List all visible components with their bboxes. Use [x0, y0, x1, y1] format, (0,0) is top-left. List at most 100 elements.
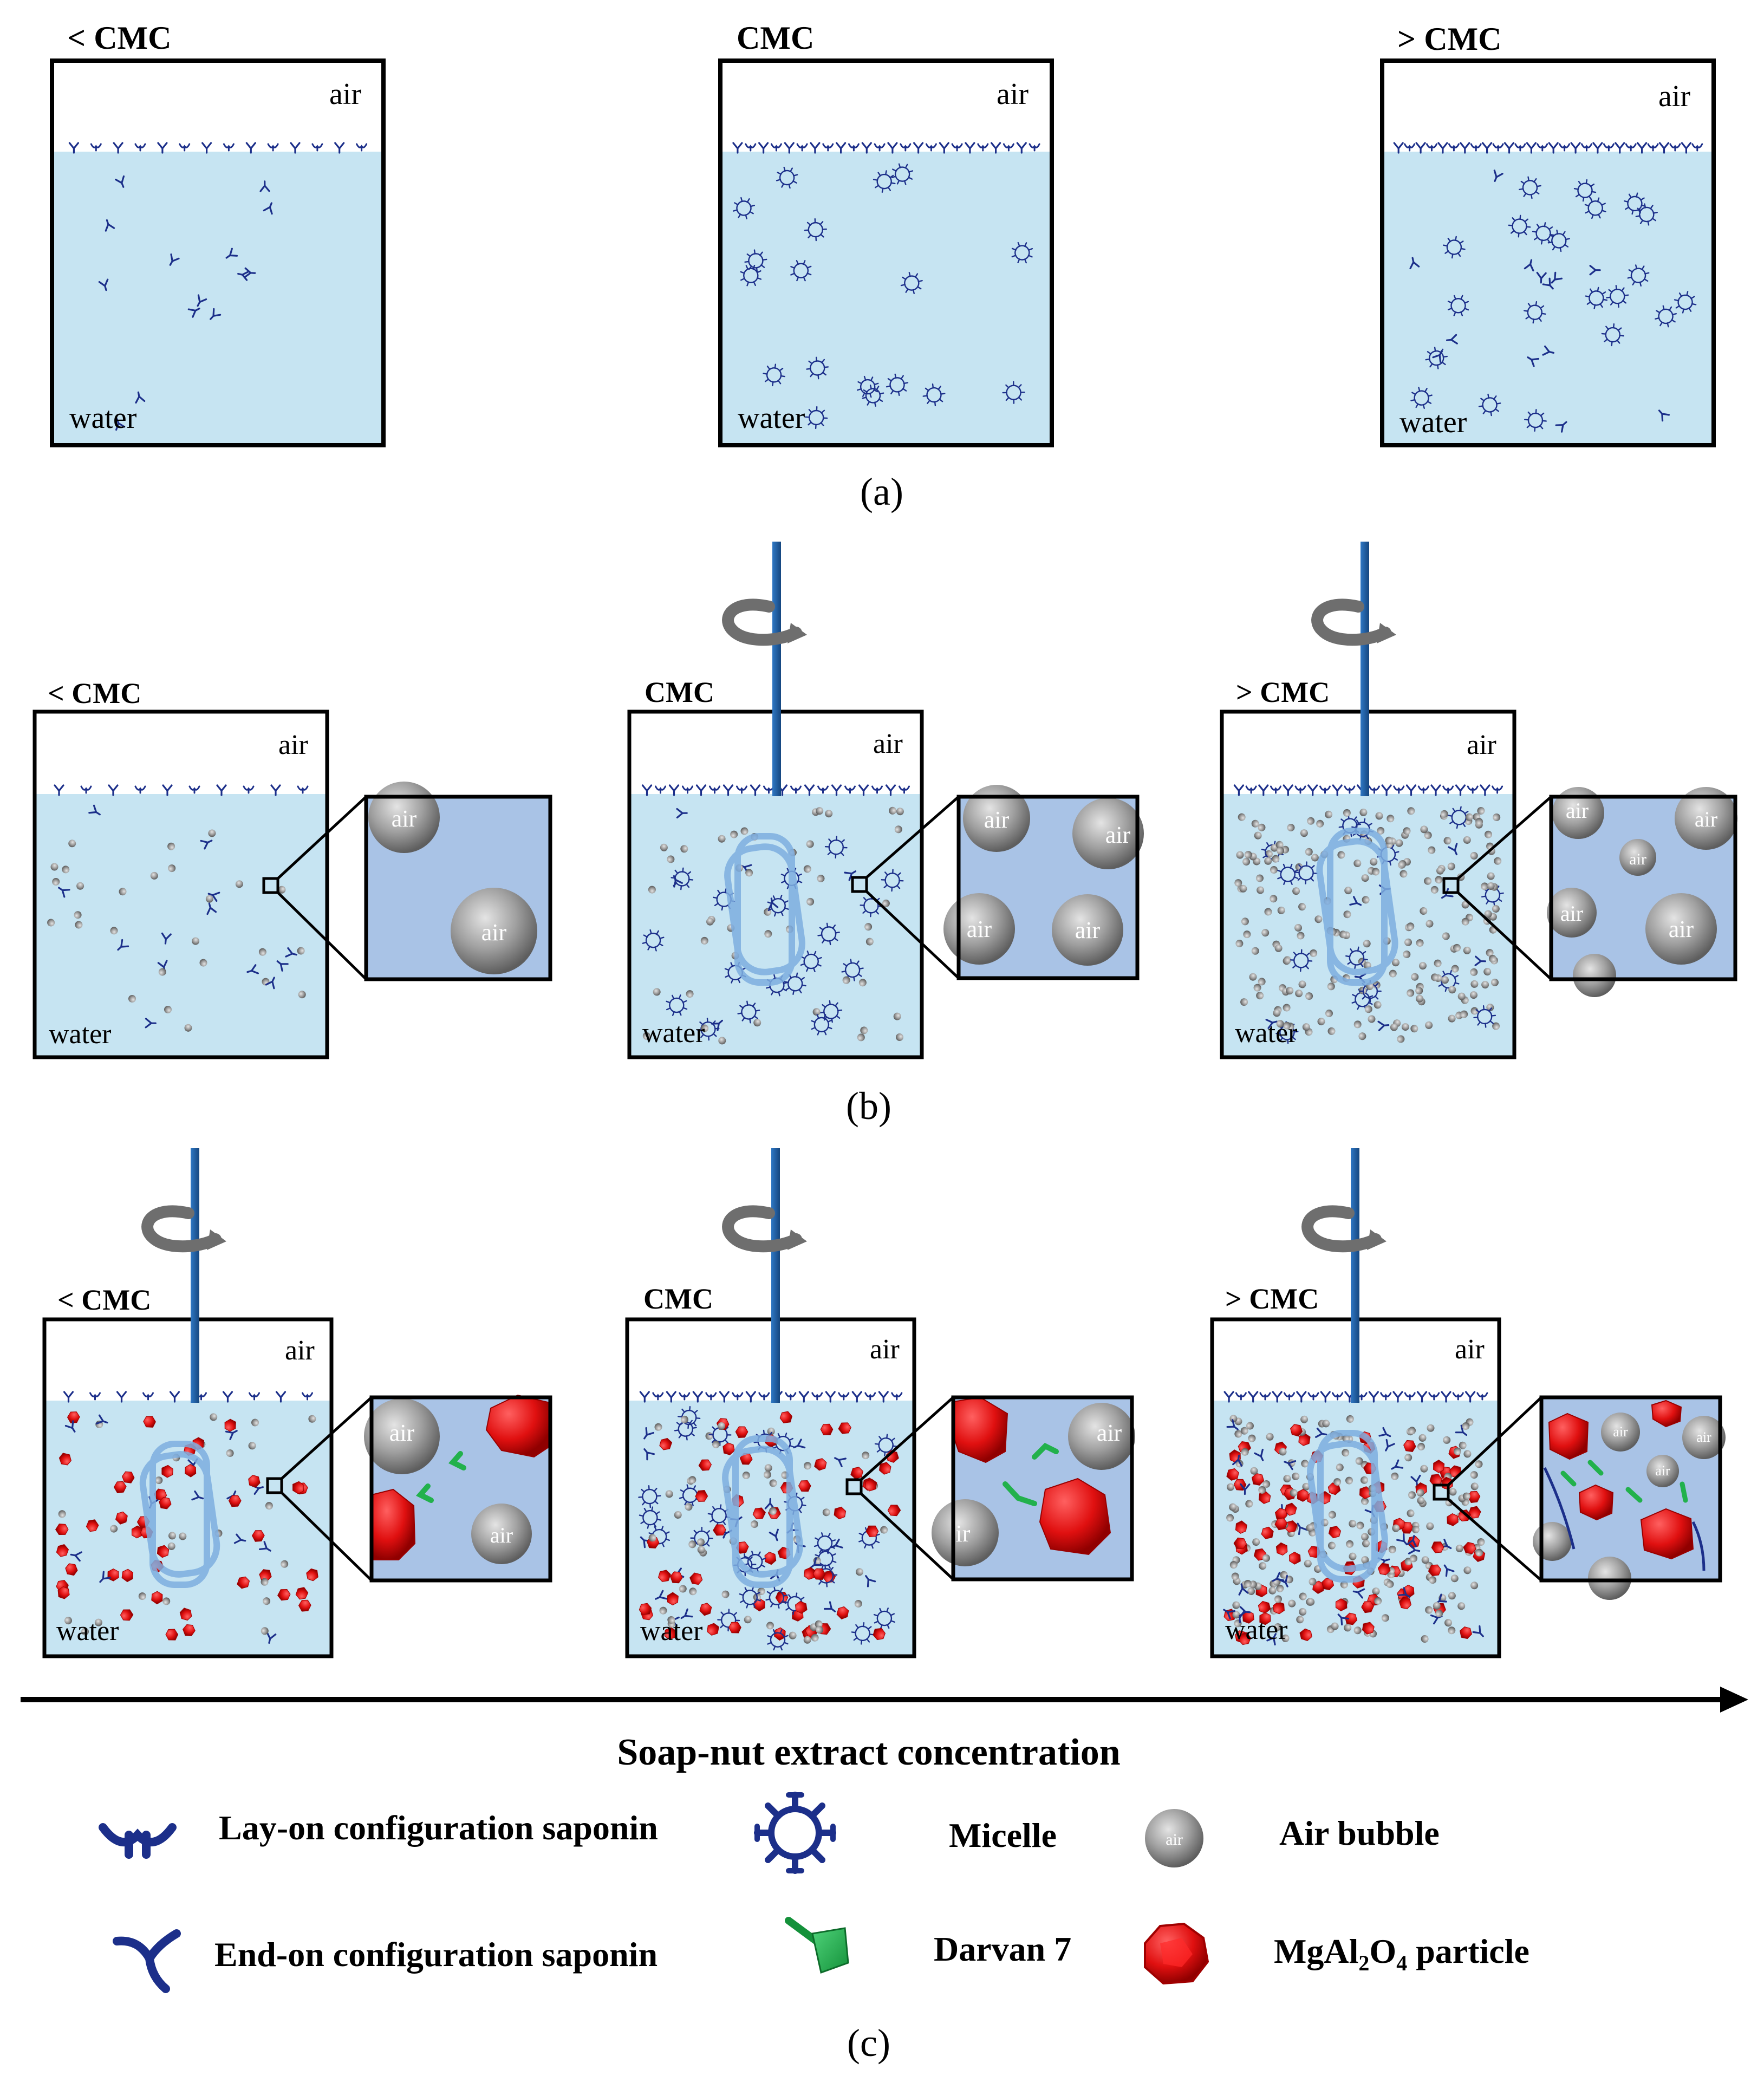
rotation-arrow-icon [728, 1211, 807, 1250]
end-on-saponin [1320, 1391, 1331, 1403]
end-on-saponin [810, 142, 821, 154]
lay-on-saponin [817, 785, 829, 794]
lay-on-saponin [652, 1392, 664, 1401]
zoom-bubble-label: air [392, 805, 417, 832]
panel-caption: (a) [860, 470, 903, 513]
end-on-saponin [1658, 142, 1670, 154]
lay-on-saponin [1448, 143, 1460, 152]
lay-on-saponin [838, 1392, 850, 1401]
lay-on-saponin [891, 1392, 903, 1401]
panel-b: < CMC air water air air CMC air water [32, 542, 1737, 1128]
end-on-saponin [719, 1391, 730, 1403]
end-on-saponin [758, 142, 769, 154]
lay-on-saponin [1245, 785, 1257, 794]
end-on-saponin [334, 142, 345, 154]
air-bubble [368, 782, 440, 853]
lay-on-saponin [925, 143, 937, 152]
end-on-saponin [275, 1391, 287, 1403]
lay-on-saponin [1426, 143, 1437, 152]
darvan-icon [785, 1917, 849, 1974]
end-on-saponin [1016, 142, 1027, 154]
zoom-region-marker [262, 877, 279, 894]
lay-on-saponin [1603, 143, 1615, 152]
zoom-bubble-label: air [1655, 1463, 1670, 1479]
end-on-saponin [1416, 1391, 1428, 1403]
end-on-saponin [1441, 1391, 1451, 1403]
lay-on-saponin [1284, 1392, 1295, 1401]
lay-on-saponin [736, 785, 747, 794]
zoom-lines [1447, 1396, 1542, 1582]
zoom-bubble-label: air [1613, 1424, 1628, 1440]
end-on-saponin [1296, 1391, 1307, 1403]
zoom-lines [281, 1396, 373, 1582]
zoom-bubble-label: air [967, 916, 992, 942]
beaker-label: CMC [643, 1283, 713, 1315]
end-on-saponin [1437, 142, 1448, 154]
beaker-label: < CMC [67, 20, 171, 56]
end-on-saponin [1283, 784, 1293, 796]
beaker-label: > CMC [1397, 21, 1501, 57]
end-on-saponin [745, 1391, 756, 1403]
lay-on-saponin [1476, 1392, 1488, 1401]
zoom-bubble-label: air [1669, 916, 1694, 942]
end-on-saponin [722, 784, 734, 796]
impeller [139, 1441, 220, 1588]
end-on-saponin-icon [113, 1929, 181, 1993]
lay-on-saponin [899, 785, 910, 794]
lay-on-saponin [900, 143, 912, 152]
panel-c: < CMC air water air air [42, 1148, 1726, 1658]
beaker-c-cmc [625, 1317, 916, 1658]
end-on-saponin [784, 142, 795, 154]
lay-on-saponin [977, 143, 989, 152]
end-on-saponin [858, 784, 869, 796]
lay-on-saponin [1368, 785, 1380, 794]
stirrer-rod [1361, 542, 1369, 796]
lay-on-saponin [1581, 143, 1592, 152]
end-on-saponin [732, 142, 743, 154]
end-on-saponin [1415, 142, 1426, 154]
end-on-saponin [1368, 1391, 1379, 1403]
lay-on-saponin [790, 785, 802, 794]
legend-label: Darvan 7 [934, 1930, 1071, 1968]
mgal2o4-particle [1039, 1478, 1111, 1556]
end-on-saponin [245, 142, 256, 154]
lay-on-saponin [864, 1392, 876, 1401]
axis-title: Soap-nut extract concentration [617, 1732, 1120, 1773]
lay-on-saponin [1467, 785, 1479, 794]
lay-on-saponin [1647, 143, 1659, 152]
end-on-saponin [290, 142, 301, 154]
zoom-bubble-label: air [1695, 807, 1717, 831]
zoom-lines [860, 1396, 954, 1580]
lay-on-saponin [297, 785, 309, 794]
beaker-label: > CMC [1225, 1283, 1319, 1315]
lay-on-saponin [1003, 143, 1014, 152]
end-on-saponin [270, 784, 281, 796]
axis-arrowhead [1720, 1687, 1748, 1713]
lay-on-saponin [1492, 143, 1504, 152]
lay-on-saponin [874, 143, 886, 152]
end-on-saponin [1405, 784, 1417, 796]
end-on-saponin [222, 1391, 233, 1403]
end-on-saponin [1465, 1391, 1476, 1403]
surface-saponin-layer [732, 142, 1040, 154]
zoom-bubble-label: air [490, 1523, 513, 1547]
water-label: water [1225, 1615, 1287, 1645]
lay-on-saponin [243, 785, 255, 794]
end-on-saponin [825, 1391, 836, 1403]
end-on-saponin [1307, 784, 1318, 796]
beaker-b-below-cmc [32, 710, 329, 1059]
lay-on-saponin [655, 785, 666, 794]
beaker-label: < CMC [57, 1284, 151, 1316]
lay-on-saponin [90, 143, 102, 152]
mgal2o4-particle-icon [1144, 1922, 1209, 1985]
beaker-label: > CMC [1236, 676, 1330, 708]
zoom-region-marker [1433, 1483, 1450, 1501]
lay-on-saponin [679, 1392, 691, 1401]
water-label: water [1400, 406, 1467, 439]
beaker-a-above-cmc [1380, 58, 1716, 447]
zoom-bubble-label: ir [956, 1520, 971, 1547]
lay-on-saponin [134, 785, 146, 794]
zoom-lines [865, 796, 960, 979]
water-label: water [56, 1616, 119, 1647]
